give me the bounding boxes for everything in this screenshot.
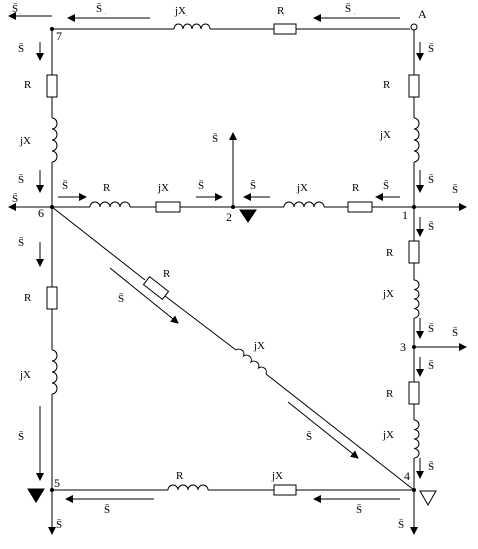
resistor-3-4	[408, 381, 420, 405]
resistor-7-6	[46, 74, 58, 98]
label-s-64a: S̄	[118, 293, 124, 305]
resistor-7-A	[273, 23, 297, 35]
ground-triangle-node-2	[239, 209, 257, 223]
label-r-13: R	[386, 247, 394, 259]
label-jx-45: jX	[271, 470, 283, 482]
inductor-7-6	[51, 117, 58, 163]
label-s-13: S̄	[428, 221, 434, 233]
label-s-1out: S̄	[452, 184, 458, 196]
resistor-6-5	[46, 286, 58, 310]
flow-arrows	[8, 12, 467, 535]
label-jx-7A: jX	[174, 5, 186, 17]
node-label-3: 3	[400, 340, 406, 354]
label-s-65: S̄	[18, 237, 24, 249]
label-r-21: R	[352, 182, 360, 194]
label-r-76: R	[24, 79, 32, 91]
inductor-7-A	[173, 23, 211, 30]
node-label-2: 2	[226, 210, 232, 224]
label-s-45a: S̄	[104, 504, 110, 516]
svg-text:.: .	[283, 12, 285, 18]
resistors	[46, 23, 420, 496]
label-s-top-left-out: S̄	[12, 3, 18, 15]
label-jx-A1: jX	[379, 129, 391, 141]
svg-text:.: .	[20, 10, 22, 16]
label-s-5out: S̄	[56, 519, 62, 531]
label-jx-76: jX	[19, 135, 31, 147]
label-s-13b: S̄	[428, 323, 434, 335]
label-s-A1: S̄	[428, 43, 434, 55]
inductor-3-4	[413, 419, 420, 459]
label-s-2up: S̄	[212, 133, 218, 145]
label-s-4out: S̄	[398, 519, 404, 531]
label-s-45b: S̄	[356, 504, 362, 516]
label-r-64: R	[163, 268, 171, 280]
resistor-2-1	[347, 201, 373, 213]
label-jx-13: jX	[382, 288, 394, 300]
resistor-6-2	[155, 201, 181, 213]
label-r-7A: R	[277, 5, 285, 17]
svg-text:.: .	[105, 10, 107, 16]
wire-6-4c	[265, 373, 415, 491]
element-labels: S̄ S̄ jX R S̄ S̄ R jX S̄ S̄ R jX S̄ S̄ S…	[12, 3, 458, 531]
ground-triangle-node-5	[27, 488, 45, 503]
inductor-A-1	[413, 117, 420, 163]
label-s-76b: S̄	[18, 174, 24, 186]
resistor-5-4	[273, 484, 297, 496]
label-s-7A-left: S̄	[96, 3, 102, 15]
wires	[51, 28, 415, 491]
node-label-5: 5	[54, 476, 60, 490]
label-jx-62: jX	[157, 182, 169, 194]
label-s-62: S̄	[62, 180, 68, 192]
label-jx-34: jX	[382, 429, 394, 441]
node-A-dot	[410, 23, 418, 31]
label-s-62b: S̄	[198, 180, 204, 192]
node-label-6: 6	[38, 206, 44, 220]
node-label-4: 4	[404, 469, 410, 483]
wire-6-4b	[164, 295, 237, 351]
subscripts: ... ..	[20, 10, 356, 18]
label-r-62: R	[103, 182, 111, 194]
inductor-2-1	[283, 201, 325, 208]
inductor-6-2	[89, 201, 131, 208]
label-s-34b: S̄	[428, 461, 434, 473]
resistor-1-3	[408, 240, 420, 264]
node-dots	[50, 23, 418, 492]
inductor-5-4	[167, 484, 209, 491]
resistor-A-1	[408, 74, 420, 98]
label-s-21b: S̄	[383, 180, 389, 192]
resistor-6-4	[142, 275, 170, 301]
label-s-21a: S̄	[250, 180, 256, 192]
node-7-dot	[50, 27, 54, 31]
label-s-34: S̄	[428, 360, 434, 372]
label-jx-64: jX	[253, 340, 265, 352]
label-s-6out: S̄	[12, 193, 18, 205]
label-s-3out: S̄	[452, 327, 458, 339]
inductor-1-3	[413, 279, 420, 319]
label-jx-21: jX	[296, 182, 308, 194]
inductors	[51, 23, 420, 491]
svg-text:.: .	[354, 10, 356, 16]
node-labels: A 7 6 2 1 3 5 4	[38, 7, 427, 490]
label-s-65b: S̄	[18, 431, 24, 443]
label-r-65: R	[24, 292, 32, 304]
label-s-76: S̄	[18, 43, 24, 55]
label-r-45: R	[176, 470, 184, 482]
node-label-A: A	[418, 7, 427, 21]
inductor-6-5	[51, 349, 58, 395]
arrow-64-a	[109, 267, 179, 324]
source-triangle-node-4	[419, 490, 437, 507]
label-r-A1: R	[383, 79, 391, 91]
label-r-34: R	[386, 388, 394, 400]
node-label-7: 7	[56, 29, 62, 43]
svg-text:.: .	[186, 12, 188, 18]
label-s-7A-right: S̄	[345, 3, 351, 15]
label-s-64b: S̄	[306, 431, 312, 443]
label-jx-65: jX	[19, 369, 31, 381]
inductor-6-4	[235, 348, 267, 375]
arrow-64-b	[287, 401, 359, 459]
wire-6-4a	[51, 206, 146, 281]
node-label-1: 1	[402, 208, 408, 222]
label-s-A1b: S̄	[428, 174, 434, 186]
